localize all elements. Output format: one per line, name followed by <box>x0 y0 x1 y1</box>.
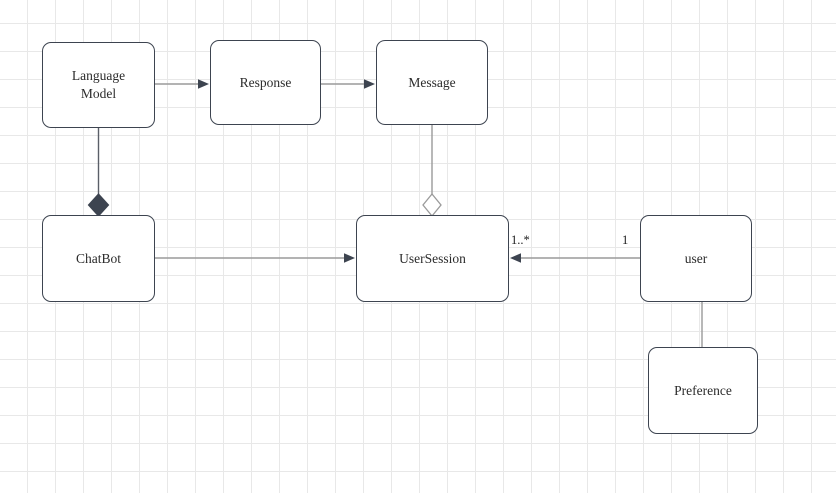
edge-chatbot-to-usersession <box>155 253 355 263</box>
node-label-chatbot: ChatBot <box>75 250 121 266</box>
edge-label-multiplicity-user-end: 1 <box>622 233 629 247</box>
node-preference[interactable]: Preference <box>648 347 758 434</box>
node-usersession[interactable]: UserSession <box>356 215 509 302</box>
node-label-response: Response <box>239 74 292 90</box>
node-response[interactable]: Response <box>210 40 321 125</box>
node-message[interactable]: Message <box>376 40 488 125</box>
node-label-language-model: Language Model <box>71 68 126 101</box>
node-language-model[interactable]: Language Model <box>42 42 155 128</box>
edge-language-model-to-response <box>155 79 209 89</box>
edge-response-to-message <box>321 79 375 89</box>
node-label-user: user <box>684 250 708 266</box>
edge-label-multiplicity-usersession-end: 1..* <box>511 233 530 247</box>
node-label-preference: Preference <box>674 382 732 398</box>
edge-message-to-usersession <box>422 125 442 218</box>
node-user[interactable]: user <box>640 215 752 302</box>
node-chatbot[interactable]: ChatBot <box>42 215 155 302</box>
node-label-message: Message <box>408 74 456 90</box>
node-label-usersession: UserSession <box>399 250 466 266</box>
edge-user-to-usersession <box>510 253 640 263</box>
edge-language-model-to-chatbot <box>87 128 110 217</box>
